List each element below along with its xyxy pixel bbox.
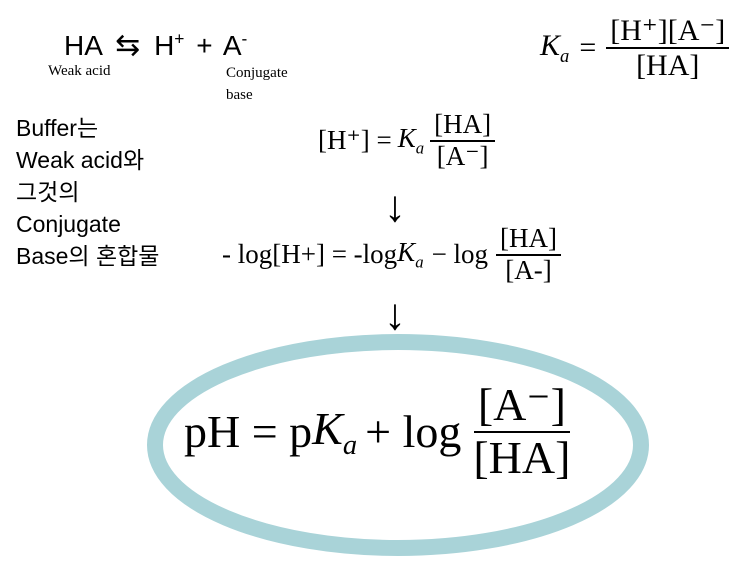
buffer-line-2: Weak acid와 (16, 147, 145, 173)
step2-lhs: - log[H+] = -log (222, 239, 398, 270)
step1-ka: Ka (397, 122, 425, 158)
h-ion: H (154, 30, 175, 61)
h-charge: + (174, 28, 185, 49)
ka-equals: = (579, 31, 597, 64)
final-denominator: [HA] (473, 431, 571, 483)
buffer-description: Buffer는 Weak acid와 그것의 Conjugate Base의 혼… (16, 112, 159, 272)
weak-acid-label: Weak acid (48, 63, 111, 79)
conjugate-label: Conjugate base (226, 62, 288, 106)
step2-denominator: [A-] (505, 254, 552, 285)
step2-ka: Ka (397, 236, 424, 272)
step2-equation: - log[H+] = -log Ka − log [HA] [A-] (222, 223, 562, 285)
conjugate-label-line2: base (226, 87, 253, 103)
equilibrium-arrow-icon: ⇆ (115, 29, 141, 62)
ka-numerator: [H⁺][A⁻] (606, 14, 730, 49)
buffer-line-5: Base의 혼합물 (16, 243, 160, 269)
final-fraction: [A⁻] [HA] (469, 379, 574, 483)
final-ka: Ka (312, 402, 358, 461)
a-ion: A (222, 30, 242, 61)
buffer-line-4: Conjugate (16, 211, 121, 237)
down-arrow-icon: ↓ (384, 182, 406, 231)
ka-fraction: [H⁺][A⁻] [HA] (606, 14, 730, 82)
final-lhs: pH = p (184, 406, 313, 458)
step1-lhs: [H⁺] = (318, 125, 392, 156)
step2-minus-log: − log (431, 239, 489, 270)
step1-numerator: [HA] (430, 109, 496, 142)
final-plus-log: + log (365, 406, 462, 458)
buffer-line-3: 그것의 (16, 179, 80, 205)
step2-numerator: [HA] (496, 223, 562, 256)
ka-expression: Ka = [H⁺][A⁻] [HA] (540, 14, 730, 82)
ha-species: HA (64, 30, 102, 61)
buffer-line-1: Buffer는 (16, 115, 99, 141)
step1-equation: [H⁺] = Ka [HA] [A⁻] (318, 109, 496, 171)
step2-fraction: [HA] [A-] (496, 223, 562, 285)
plus-sign: + (196, 30, 213, 61)
equilibrium-equation: HA ⇆ H+ + A- (64, 28, 247, 63)
step1-fraction: [HA] [A⁻] (430, 109, 496, 171)
ka-symbol: Ka (540, 28, 570, 67)
ka-denominator: [HA] (636, 49, 700, 82)
final-numerator: [A⁻] (473, 379, 570, 433)
step1-denominator: [A⁻] (436, 140, 489, 171)
a-charge: - (241, 28, 248, 49)
henderson-hasselbalch-equation: pH = p Ka + log [A⁻] [HA] (184, 379, 574, 483)
conjugate-label-line1: Conjugate (226, 65, 288, 81)
down-arrow-icon: ↓ (384, 290, 406, 339)
